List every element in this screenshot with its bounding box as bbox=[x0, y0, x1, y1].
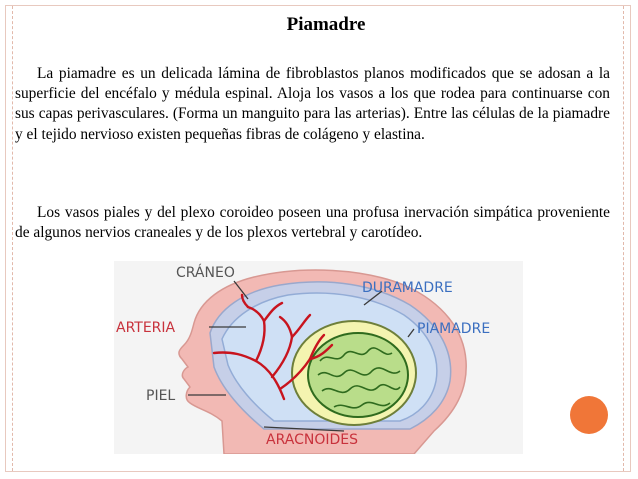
paragraph-2: Los vasos piales y del plexo coroideo po… bbox=[15, 204, 610, 242]
meninges-diagram: CRÁNEO DURAMADRE ARTERIA PIAMADRE PIEL A… bbox=[114, 261, 523, 454]
label-duramadre: DURAMADRE bbox=[362, 280, 453, 296]
left-border-stitch bbox=[12, 6, 13, 471]
label-arteria: ARTERIA bbox=[116, 320, 176, 336]
leader-lines bbox=[188, 280, 415, 432]
right-border-stitch bbox=[623, 6, 624, 471]
label-craneo: CRÁNEO bbox=[176, 264, 235, 281]
label-piamadre: PIAMADRE bbox=[417, 321, 490, 337]
paragraph-1: La piamadre es un delicada lámina de fib… bbox=[15, 65, 610, 143]
label-aracnoides: ARACNOIDES bbox=[266, 432, 358, 448]
brain-gyri bbox=[317, 347, 401, 409]
slide-title: Piamadre bbox=[286, 14, 366, 35]
artery-branches bbox=[212, 293, 334, 401]
decorative-orange-dot bbox=[570, 396, 608, 434]
slide-frame bbox=[5, 5, 631, 472]
brain-tissue bbox=[307, 332, 409, 418]
label-piel: PIEL bbox=[146, 388, 175, 404]
